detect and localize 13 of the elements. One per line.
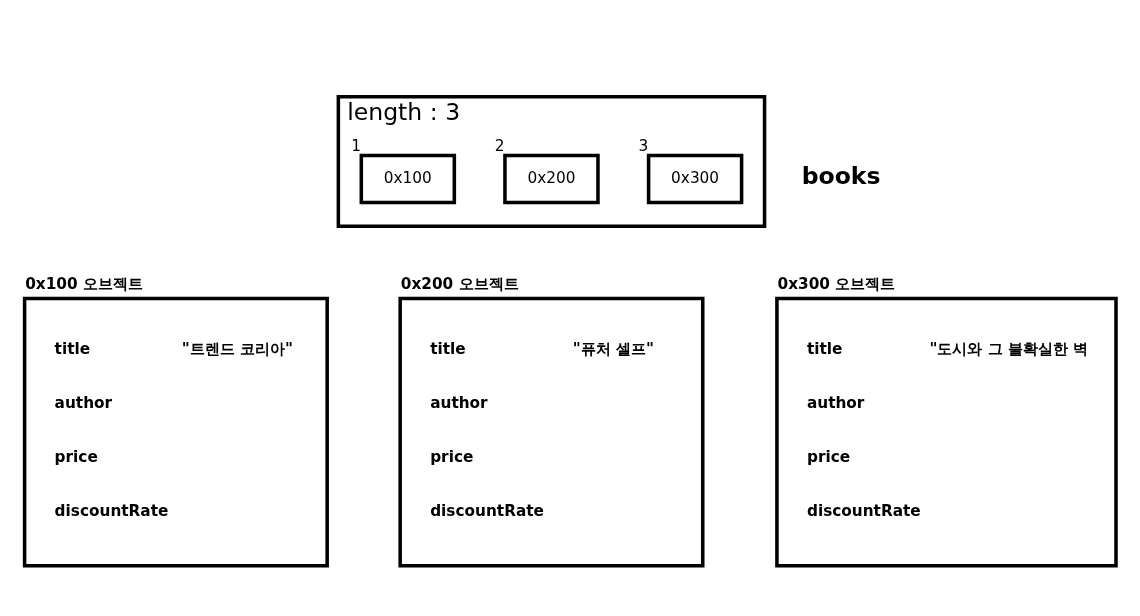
label: books [801,161,881,190]
node-box: 0x100 [359,153,457,204]
node-box: title "퓨처 셀프" author price discountRate [398,296,705,568]
node-label: 0x200 오브젝트 [400,274,519,293]
node-label: 3 [638,136,649,155]
node-box: title "트렌드 코리아" author price discountRate [22,296,329,568]
node-box: 0x300 [646,153,744,204]
node-box: title "도시와 그 불확실한 벽 author price discountRate [775,296,1118,568]
node-label: 1 [351,136,361,155]
node-label: 0x100 오브젝트 [25,274,143,293]
node-label: 2 [494,136,505,155]
node-box: 0x200 [503,153,600,204]
node-label: 0x300 오브젝트 [777,274,896,293]
